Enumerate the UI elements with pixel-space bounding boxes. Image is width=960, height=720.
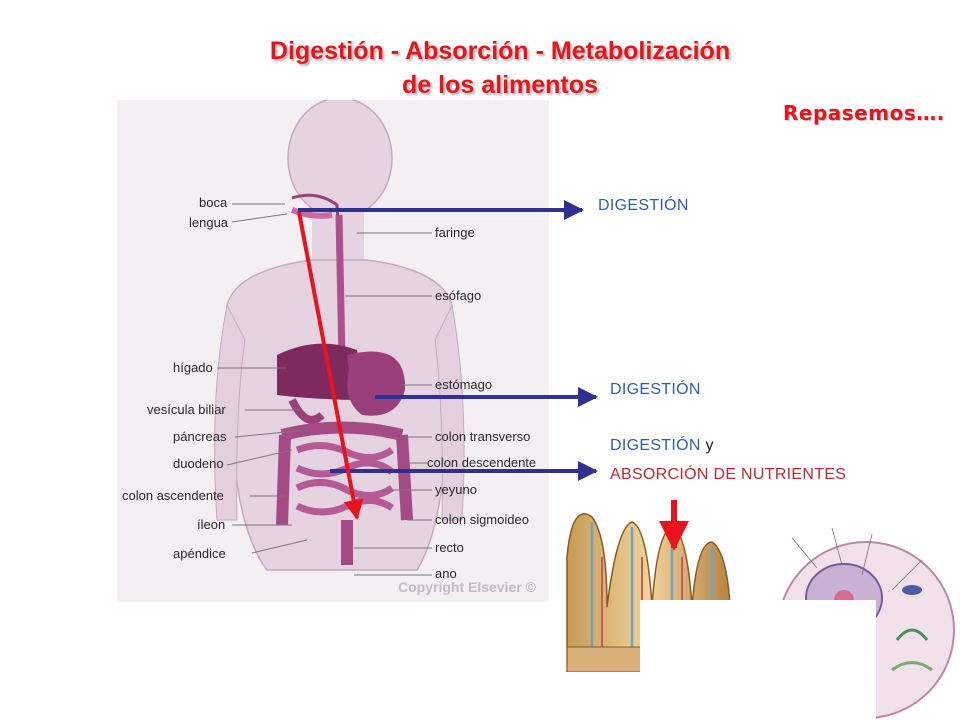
label-higado: hígado [173, 360, 213, 375]
label-duodeno: duodeno [173, 456, 224, 471]
stage-intestine-absorption: ABSORCIÓN DE NUTRIENTES [610, 466, 847, 483]
stage-stomach-digestion: DIGESTIÓN [610, 381, 701, 398]
label-vesicula-biliar: vesícula biliar [147, 402, 226, 417]
copyright-watermark: Copyright Elsevier © [398, 579, 536, 595]
label-colon-sigmoideo: colon sigmoideo [435, 512, 529, 527]
title-line-1: Digestión - Absorción - Metabolización [269, 37, 731, 65]
label-apendice: apéndice [173, 546, 226, 561]
blank-cover-box [640, 600, 876, 720]
label-colon-ascendente: colon ascendente [122, 488, 224, 503]
label-colon-transverso: colon transverso [435, 429, 531, 444]
repasemos-label: Repasemos…. [783, 101, 945, 125]
stage-intestine-and: y [705, 437, 714, 454]
stage-intestine-digestion: DIGESTIÓN [610, 437, 701, 454]
label-lengua: lengua [189, 215, 229, 230]
label-estomago: estómago [435, 377, 493, 392]
label-ano: ano [435, 566, 457, 581]
label-faringe: faringe [435, 225, 475, 240]
label-boca: boca [199, 195, 228, 210]
label-colon-descendente: colon descendente [427, 455, 537, 470]
stage-mouth-digestion: DIGESTIÓN [598, 197, 689, 214]
digestive-system-illustration: boca lengua hígado vesícula biliar páncr… [117, 100, 549, 602]
label-recto: recto [435, 540, 464, 555]
label-ileon: íleon [197, 517, 226, 532]
label-esofago: esófago [435, 288, 482, 303]
stage-intestine-digestion-line: DIGESTIÓN y [610, 437, 714, 455]
slide-title: Digestión - Absorción - Metabolización d… [150, 34, 850, 102]
title-line-2: de los alimentos [402, 71, 598, 99]
label-yeyuno: yeyuno [435, 482, 477, 497]
label-pancreas: páncreas [173, 429, 227, 444]
